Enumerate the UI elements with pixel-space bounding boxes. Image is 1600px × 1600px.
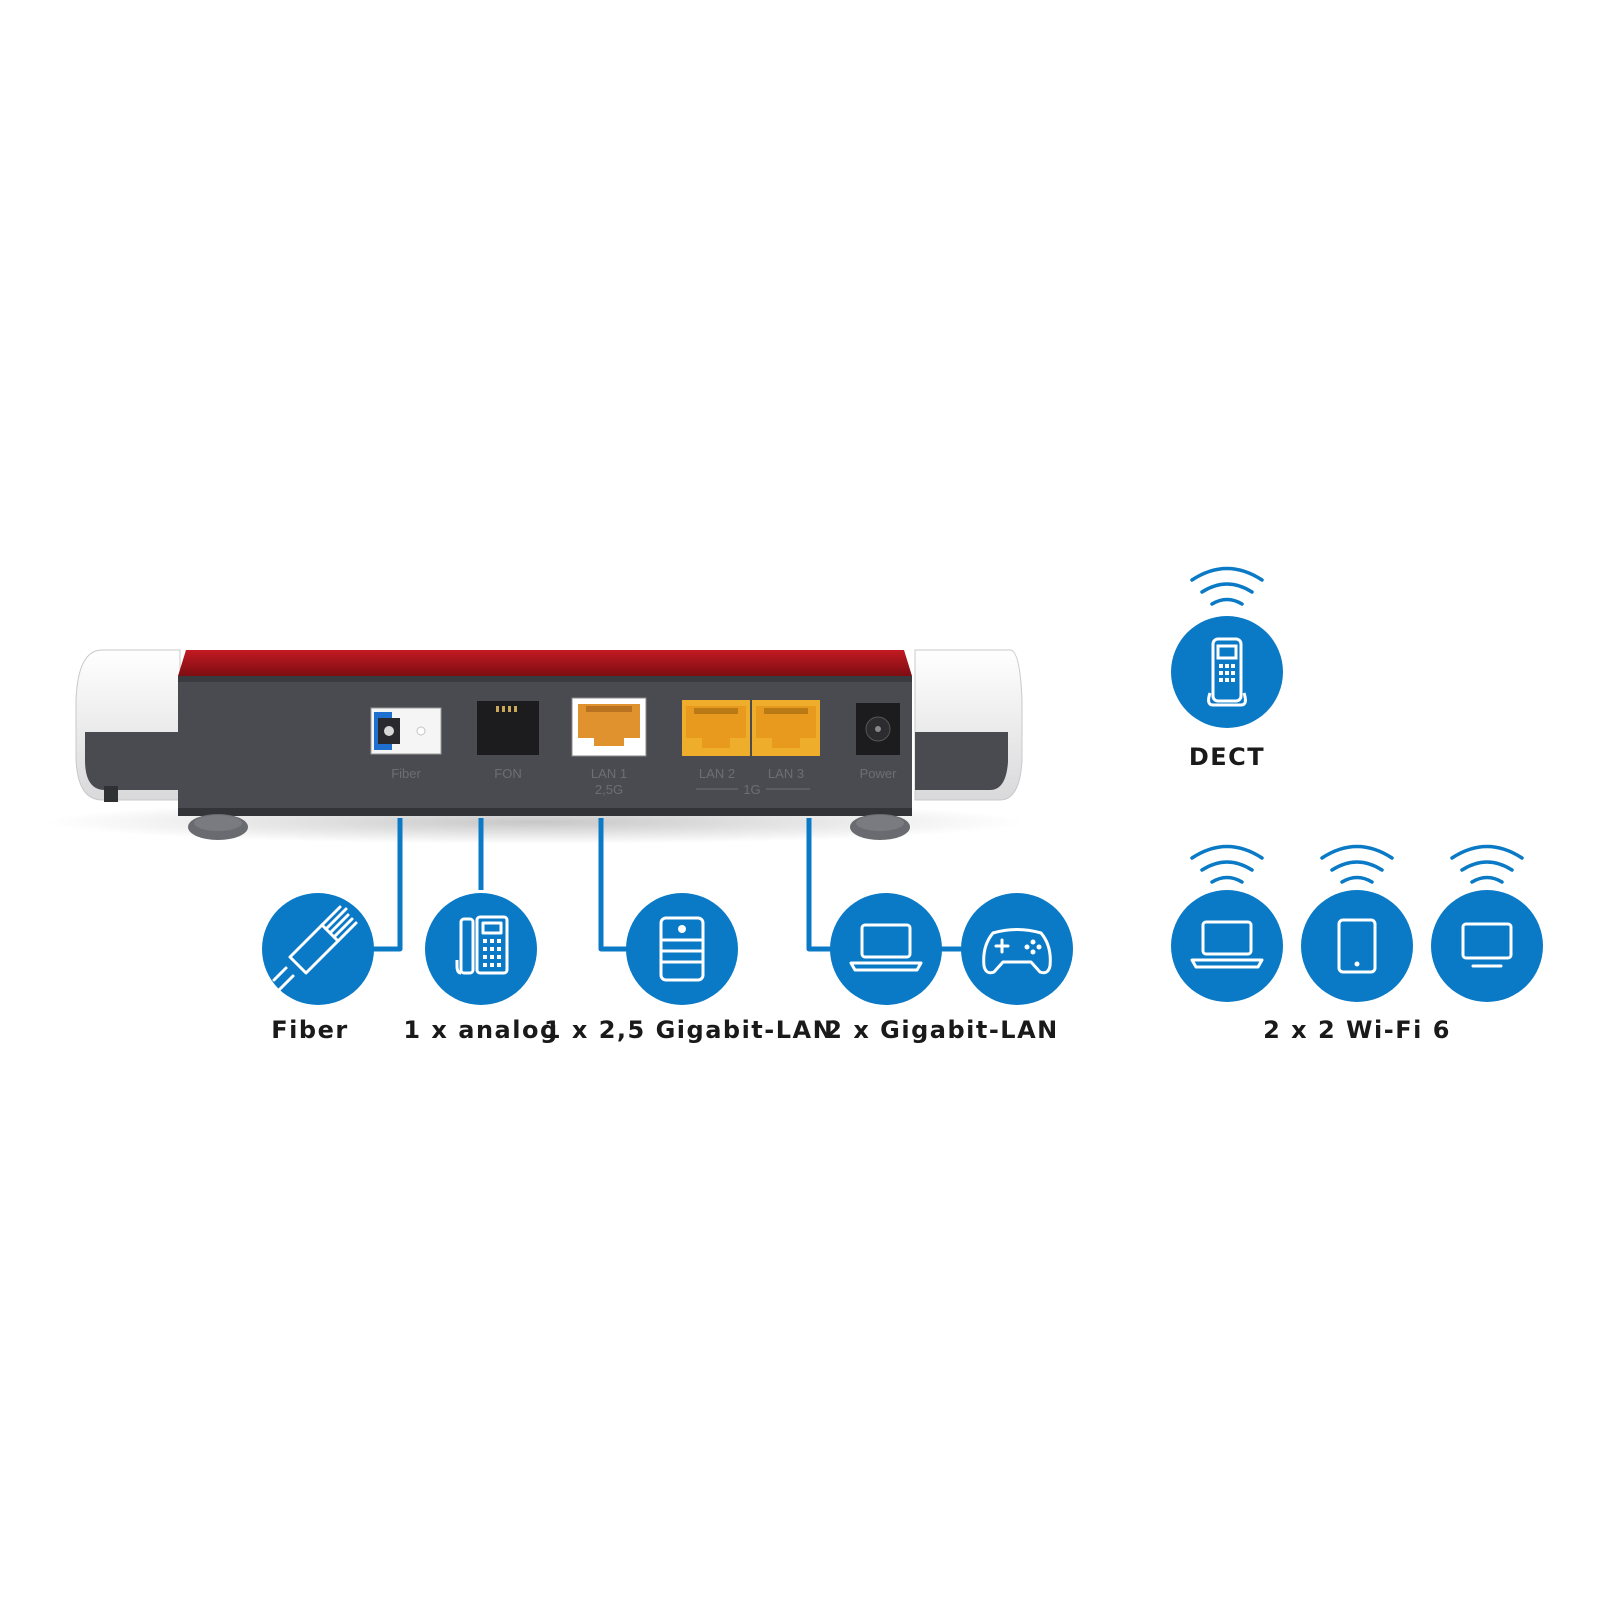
label-gigabit-lan: 2 x Gigabit-LAN <box>825 1016 1059 1044</box>
wireless-waves-icon <box>1190 566 1264 606</box>
label-lan-2-5g: 1 x 2,5 Gigabit-LAN <box>543 1016 835 1044</box>
port-label-fiber: Fiber <box>391 766 421 781</box>
fiber-cable-icon <box>262 893 374 1005</box>
monitor-icon <box>1431 844 1543 1002</box>
label-wifi: 2 x 2 Wi-Fi 6 <box>1263 1016 1451 1044</box>
laptop-icon <box>830 893 942 1005</box>
wireless-waves-icon <box>1320 844 1394 884</box>
connector-lines <box>370 818 966 952</box>
label-analog: 1 x analog <box>403 1016 559 1044</box>
port-label-lan1-speed: 2,5G <box>595 782 623 797</box>
router: Fiber FON LAN 1 2,5G LAN 2 LAN 3 1G Powe… <box>45 649 1025 844</box>
wireless-waves-icon <box>1450 844 1524 884</box>
port-label-lan1: LAN 1 <box>591 766 627 781</box>
label-fiber: Fiber <box>271 1016 349 1044</box>
label-dect: DECT <box>1188 743 1266 771</box>
power-port <box>856 703 900 755</box>
desk-phone-icon <box>425 893 537 1005</box>
server-icon <box>626 893 738 1005</box>
wireless-waves-icon <box>1190 844 1264 884</box>
fon-port <box>477 701 539 755</box>
lan1-port <box>571 697 647 757</box>
router-right-cap <box>914 649 1023 801</box>
port-label-lan2: LAN 2 <box>699 766 735 781</box>
lan2-port <box>682 700 750 756</box>
cordless-phone-icon <box>1171 566 1283 728</box>
connector-lan23 <box>806 818 834 952</box>
port-label-lan3: LAN 3 <box>768 766 804 781</box>
router-red-lid <box>178 650 912 676</box>
tablet-icon <box>1301 844 1413 1002</box>
connector-lan1 <box>598 818 630 952</box>
lan3-port <box>752 700 820 756</box>
port-label-fon: FON <box>494 766 521 781</box>
fiber-port <box>370 707 442 755</box>
router-left-cap <box>75 649 181 802</box>
gamepad-icon <box>961 893 1073 1005</box>
port-label-lan23-speed: 1G <box>743 782 760 797</box>
port-label-power: Power <box>860 766 898 781</box>
connector-fiber <box>370 818 403 952</box>
laptop-icon <box>1171 844 1283 1002</box>
